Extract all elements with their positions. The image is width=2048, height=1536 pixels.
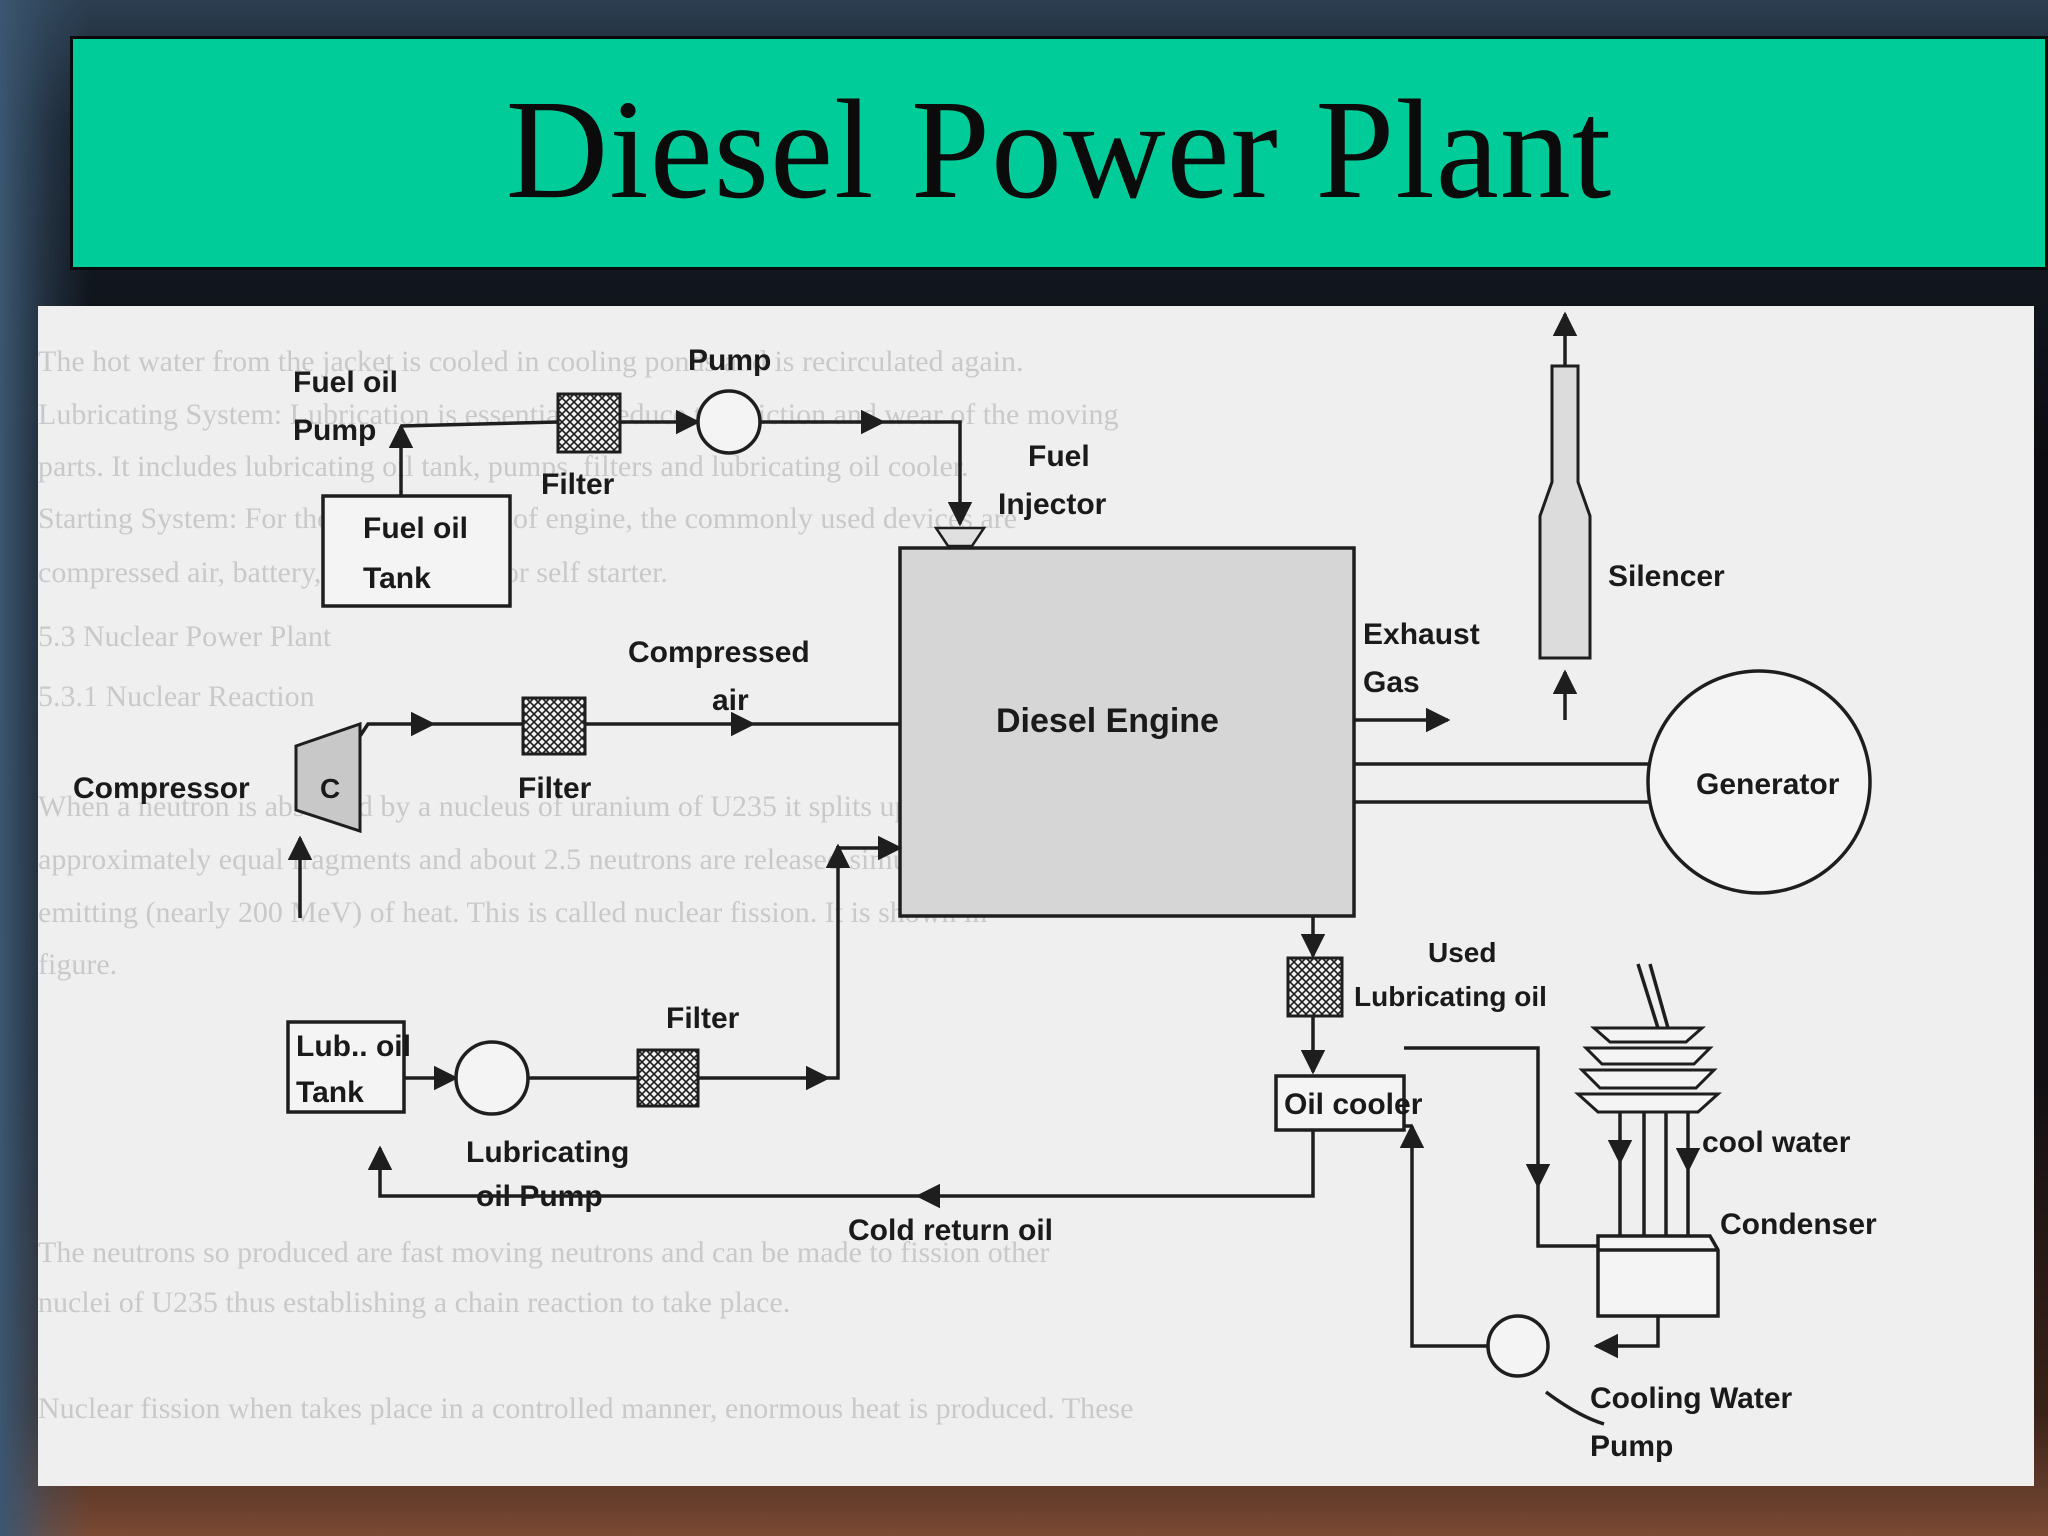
lubricating-oil-pump: [454, 1040, 530, 1116]
air-filter: [521, 696, 587, 756]
fuel-oil-pump-label-2: Pump: [293, 414, 376, 447]
used-oil-filter: [1286, 956, 1344, 1018]
slide-title: Diesel Power Plant: [505, 70, 1613, 228]
return-to-tank-arrow: [367, 1145, 918, 1198]
silencer: [1538, 364, 1592, 660]
diesel-engine: [898, 546, 1356, 918]
tower-spray-left: [1636, 963, 1660, 1029]
diesel-plant-diagram: The hot water from the jacket is cooled …: [38, 311, 1877, 1463]
diagram-panel: The hot water from the jacket is cooled …: [38, 306, 2034, 1486]
tower-spray-right: [1648, 963, 1670, 1029]
cool-water-label: cool water: [1702, 1126, 1851, 1159]
condenser-to-pump-arrow: [1593, 1316, 1660, 1359]
fuel-oil-tank-label-1: Fuel oil: [363, 512, 468, 545]
lub-oil-tank-label-1: Lub.. oil: [296, 1030, 411, 1063]
fuel-pump: [696, 389, 762, 455]
oil-cooler: [1274, 1074, 1406, 1132]
fuel-oil-tank-label-2: Tank: [363, 562, 431, 595]
used-lub-oil-label-1: Used: [1428, 937, 1496, 968]
cooling-water-pump: [1486, 1314, 1550, 1378]
compressed-air-label-2: air: [712, 684, 749, 717]
tower-tier-2: [1582, 1046, 1714, 1066]
lub-riser-arrow: [825, 843, 851, 1080]
fuel-injector-label-2: Injector: [998, 488, 1107, 521]
lub-filter: [636, 1048, 700, 1108]
lub-oil-tank: [286, 1020, 406, 1114]
exhaust-gas-label-1: Exhaust: [1363, 618, 1480, 651]
compressor-label: Compressor: [73, 772, 250, 805]
title-banner: Diesel Power Plant: [70, 36, 2048, 270]
compressor-c-label: C: [320, 773, 340, 804]
lub-oil-tank-label-2: Tank: [296, 1076, 364, 1109]
generator-label: Generator: [1696, 768, 1840, 801]
air-filter-label: Filter: [518, 772, 592, 805]
water-condenser-inlet: [1536, 1186, 1598, 1248]
cooling-water-pump-label-1: Cooling Water: [1590, 1382, 1793, 1415]
cold-return-oil-label: Cold return oil: [848, 1214, 1053, 1247]
tower-tier-1: [1590, 1026, 1706, 1044]
lubricating-oil-pump-label-1: Lubricating: [466, 1136, 629, 1169]
fuel-filter: [556, 392, 622, 454]
fuel-filter-label: Filter: [541, 468, 615, 501]
tower-tier-3: [1578, 1068, 1718, 1090]
lub-filter-label: Filter: [666, 1002, 740, 1035]
silencer-label: Silencer: [1608, 560, 1725, 593]
oil-cooler-label: Oil cooler: [1284, 1088, 1423, 1121]
ghost-line: Nuclear fission when takes place in a co…: [38, 1392, 1133, 1425]
condenser-label: Condenser: [1720, 1208, 1877, 1241]
ghost-line: parts. It includes lubricating oil tank,…: [38, 450, 969, 483]
cold-return-line: [1028, 1130, 1315, 1198]
tower-tier-4: [1574, 1092, 1722, 1114]
ghost-line: figure.: [38, 948, 117, 981]
exhaust-gas-label-2: Gas: [1363, 666, 1420, 699]
diesel-engine-label: Diesel Engine: [996, 702, 1219, 740]
compressed-air-label-1: Compressed: [628, 636, 810, 669]
cooling-water-pump-label-2: Pump: [1590, 1430, 1673, 1463]
fuel-oil-pump-label-1: Fuel oil: [293, 366, 398, 399]
fuel-injector-label-1: Fuel: [1028, 440, 1090, 473]
compressor-outlet-arrow: [358, 711, 436, 737]
generator: [1646, 669, 1872, 895]
ghost-line: The neutrons so produced are fast moving…: [38, 1236, 1049, 1269]
ghost-line: Starting System: For the initial startin…: [38, 502, 1017, 535]
fuel-line: [400, 420, 559, 428]
ghost-line: emitting (nearly 200 MeV) of heat. This …: [38, 896, 987, 929]
condenser: [1596, 1234, 1720, 1318]
ghost-line: When a neutron is absorbed by a nucleus …: [38, 790, 1016, 823]
used-lub-oil-label-2: Lubricating oil: [1354, 981, 1547, 1012]
pump-to-cooler-arrow: [1399, 1123, 1488, 1348]
compressor: [294, 721, 362, 834]
lub-to-engine-arrow: [836, 835, 903, 861]
pump-to-injector-line: [883, 420, 973, 527]
fuel-injector: [933, 526, 987, 548]
ghost-line: 5.3 Nuclear Power Plant: [38, 620, 332, 653]
ghost-line: nuclei of U235 thus establishing a chain…: [38, 1286, 790, 1319]
water-to-condenser-line: [1404, 1046, 1551, 1189]
pump-callout-line: [1544, 1390, 1605, 1426]
fuel-oil-tank: [321, 494, 512, 608]
ghost-text: The hot water from the jacket is cooled …: [38, 345, 1133, 1425]
ghost-line: 5.3.1 Nuclear Reaction: [38, 680, 315, 713]
ghost-line: The hot water from the jacket is cooled …: [38, 345, 1024, 378]
fuel-pump-label: Pump: [688, 344, 771, 377]
